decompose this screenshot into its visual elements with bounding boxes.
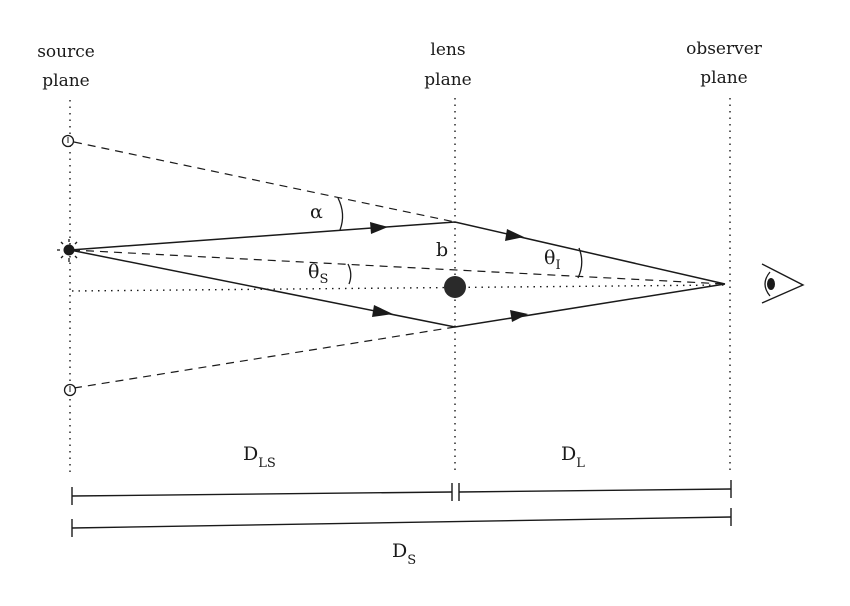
- theta-i-label: θI: [544, 247, 561, 273]
- theta-s-label: θS: [308, 261, 328, 287]
- theta-s-angle-arc: [347, 263, 352, 285]
- observer-plane-label-1: observer: [686, 39, 763, 59]
- lens-plane-label-2: plane: [424, 70, 471, 90]
- upper-light-ray: [69, 221, 726, 285]
- theta-i-angle-arc: [577, 247, 583, 279]
- alpha-angle-arc: [337, 197, 344, 231]
- d-s-label: DS: [392, 540, 416, 568]
- ray-arrow-upper-left: [370, 222, 388, 234]
- eye-icon: [761, 263, 805, 304]
- lens-mass-icon: [444, 276, 466, 298]
- source-plane-label-1: source: [37, 42, 95, 62]
- d-s-bar: [71, 508, 732, 537]
- lower-image-dashed-line: [73, 326, 456, 389]
- observer-plane-label-2: plane: [700, 68, 747, 88]
- optical-axis: [71, 284, 726, 292]
- impact-parameter-label: b: [436, 239, 448, 261]
- ray-arrow-upper-right: [505, 229, 524, 241]
- d-l-label: DL: [561, 443, 585, 471]
- d-l-bar: [458, 480, 732, 501]
- lower-light-ray: [69, 249, 726, 328]
- d-ls-bar: [71, 483, 453, 505]
- alpha-label: α: [310, 201, 323, 223]
- d-ls-label: DLS: [243, 443, 276, 471]
- ray-arrow-lower-right: [510, 310, 528, 322]
- upper-image-dashed-line: [73, 141, 456, 223]
- ray-arrow-lower-left: [372, 305, 393, 317]
- lens-plane-label-1: lens: [430, 40, 465, 60]
- source-plane-label-2: plane: [42, 71, 89, 91]
- source-to-observer-dashed-line: [71, 249, 726, 285]
- star-icon: [57, 239, 78, 262]
